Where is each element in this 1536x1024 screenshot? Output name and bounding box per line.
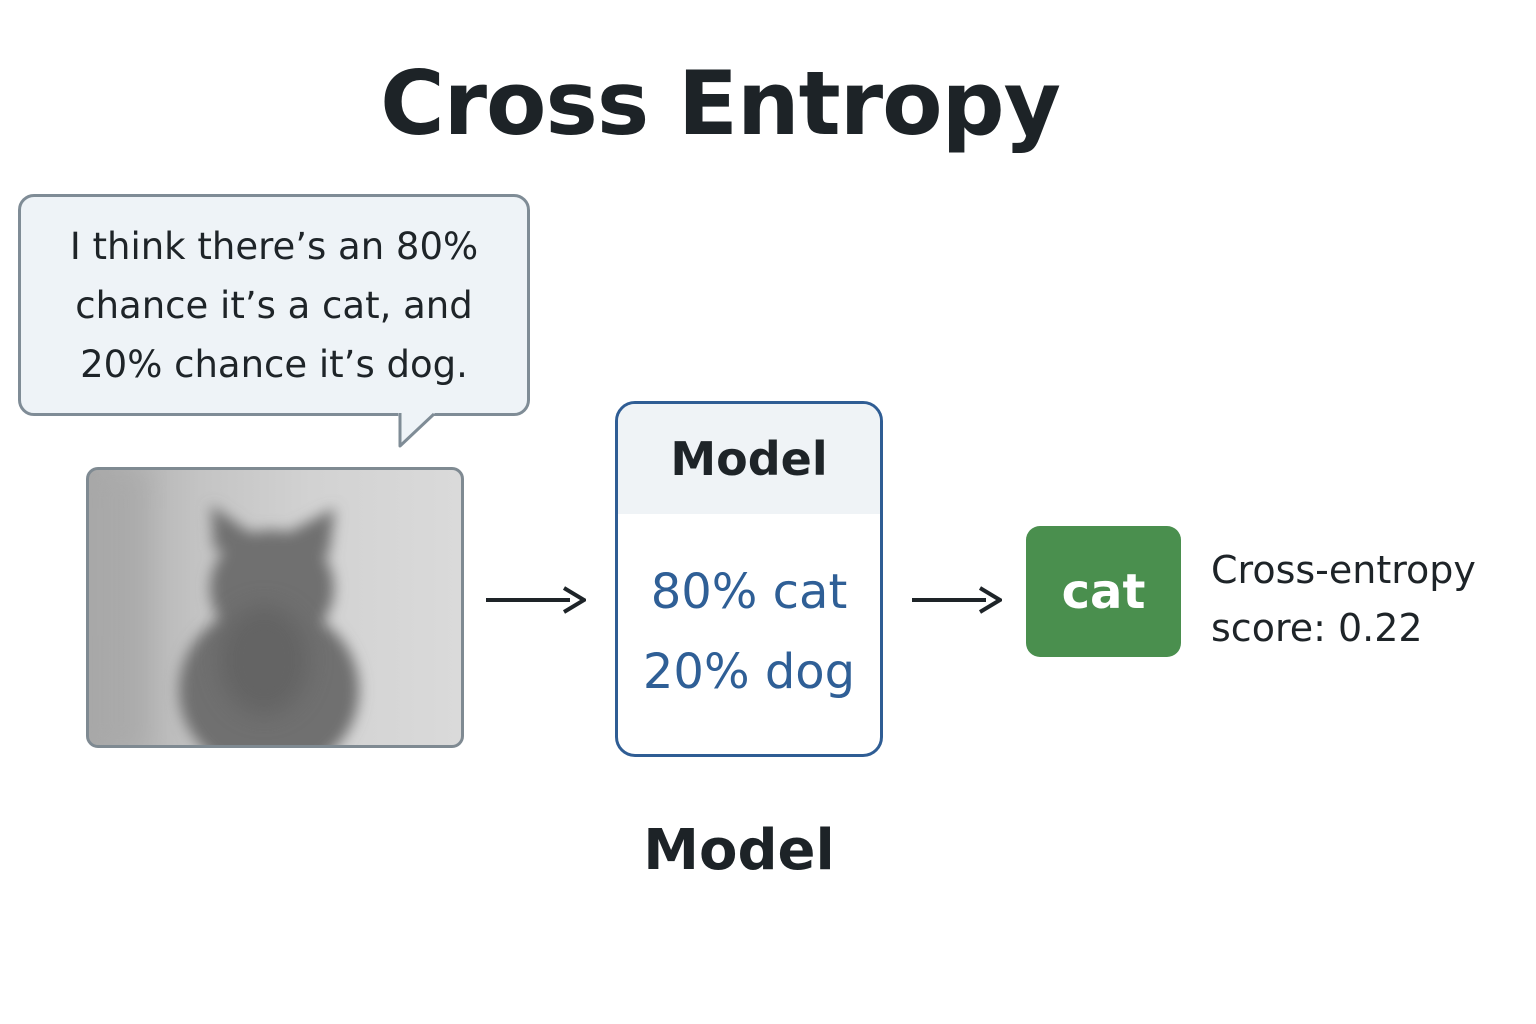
- arrow-icon: [486, 586, 586, 614]
- speech-bubble: I think there’s an 80% chance it’s a cat…: [18, 194, 530, 416]
- speech-bubble-text: I think there’s an 80% chance it’s a cat…: [69, 224, 479, 386]
- blurred-cat-image: [89, 470, 359, 745]
- diagram-title: Cross Entropy: [380, 52, 1061, 155]
- caption: Model: [643, 818, 835, 883]
- probability-cat: 80% cat: [650, 564, 848, 620]
- model-box: Model 80% cat 20% dog: [615, 401, 883, 757]
- prediction-badge: cat: [1026, 526, 1181, 657]
- cross-entropy-score: Cross-entropy score: 0.22: [1211, 548, 1476, 650]
- model-box-header: Model: [618, 404, 880, 514]
- speech-bubble-tail: [398, 412, 436, 448]
- arrow-icon: [912, 586, 1002, 614]
- cat-photo: [86, 467, 464, 748]
- model-probabilities: 80% cat 20% dog: [618, 514, 880, 712]
- probability-dog: 20% dog: [642, 644, 856, 700]
